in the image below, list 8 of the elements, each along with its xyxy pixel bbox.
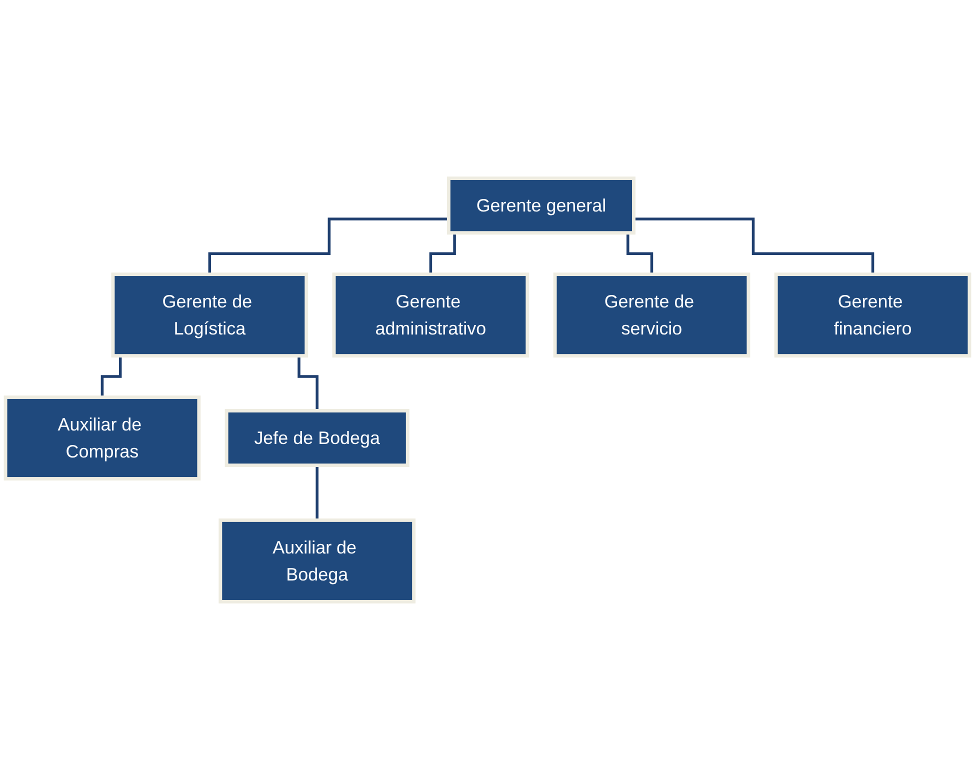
node-box: Auxiliar de Compras	[4, 396, 201, 480]
node-box: Gerente de Logística	[111, 272, 308, 358]
node-box: Gerente administrativo	[332, 272, 530, 358]
node-box: Gerente general	[446, 176, 636, 235]
node-box: Auxiliar de Bodega	[218, 518, 416, 604]
node-box: Jefe de Bodega	[224, 409, 410, 468]
node-box: Gerente de servicio	[553, 272, 750, 358]
node-box: Gerente financiero	[774, 272, 972, 358]
